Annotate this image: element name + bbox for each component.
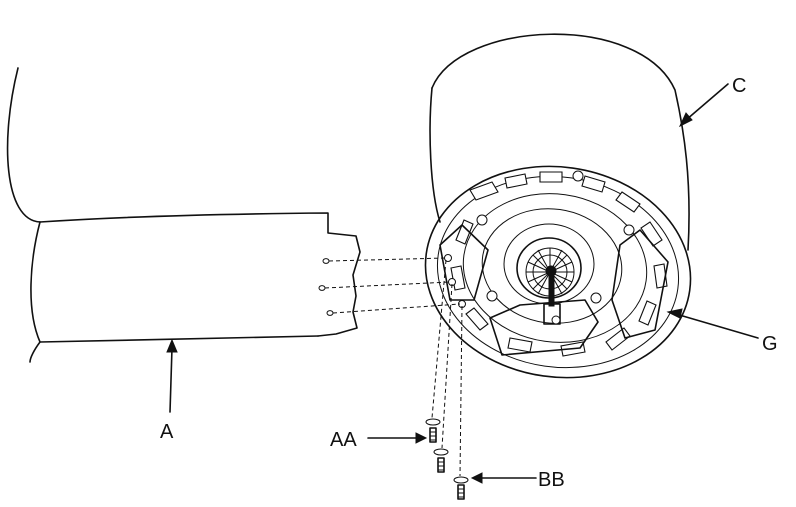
blade-hole-2 [318, 285, 326, 291]
alignment-lines [324, 257, 463, 477]
blade-hole-3 [326, 310, 334, 316]
screws-and-washers [425, 418, 469, 500]
center-hub [525, 247, 575, 325]
label-screw-set: BB [538, 469, 565, 491]
label-blade: A [160, 421, 174, 443]
callout-arrows [166, 83, 759, 484]
label-blade-holder: G [762, 333, 778, 355]
screw-3 [453, 476, 469, 500]
fan-blade [6, 67, 361, 363]
motor-housing [429, 33, 690, 251]
screw-1 [425, 418, 441, 443]
blade-holder-plate [424, 165, 692, 379]
label-screw-washer: AA [330, 429, 357, 451]
label-motor-housing: C [732, 75, 746, 97]
blade-hole-1 [322, 258, 330, 264]
screw-2 [433, 448, 449, 473]
